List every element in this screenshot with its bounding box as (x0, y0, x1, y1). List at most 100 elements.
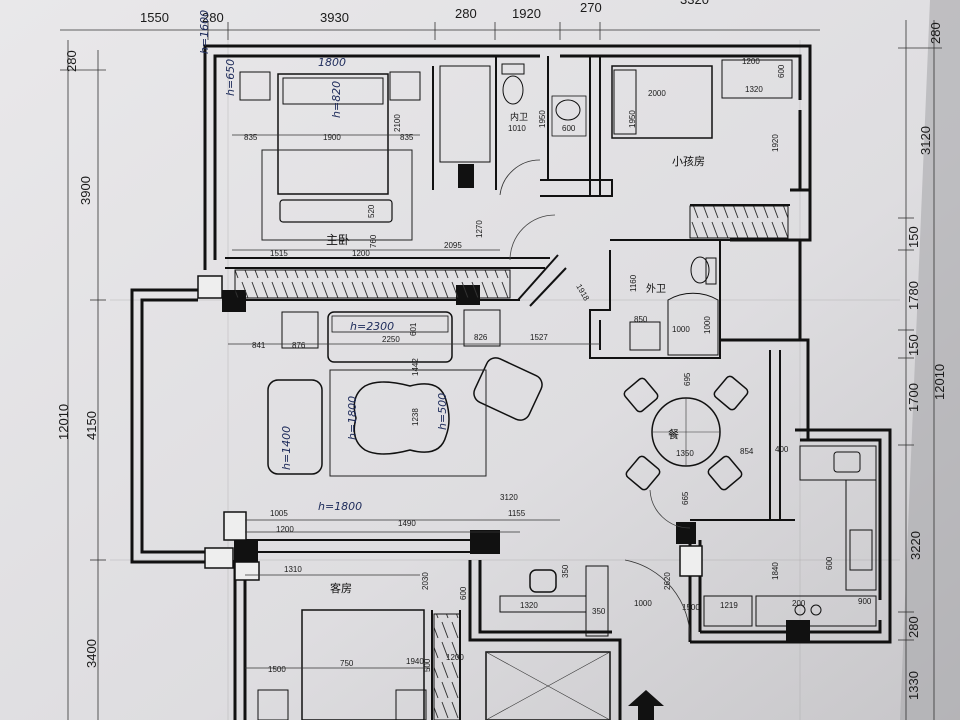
dim-2000: 2000 (648, 89, 666, 98)
top-dim-7: 3320 (680, 0, 709, 7)
dining-area: 餐 1350 695 854 400 665 (623, 372, 789, 505)
right-dim-2: 3120 (918, 126, 933, 155)
entrance-door-swing (624, 559, 691, 641)
top-dim-2: 280 (202, 10, 224, 25)
child-wardrobe (689, 205, 789, 239)
outer-bath-toilet (690, 256, 710, 284)
dim-1000a: 1000 (672, 325, 690, 334)
right-dim-7: 12010 (932, 364, 947, 400)
side-table-left (281, 311, 319, 349)
dining-chairs (623, 375, 749, 491)
dim-2095: 2095 (444, 241, 462, 250)
dim-835b: 835 (400, 133, 414, 142)
dim-1200b: 1200 (742, 57, 760, 66)
dim-1320a: 1320 (745, 85, 763, 94)
dim-1270: 1270 (475, 220, 484, 238)
child-bed-pillow (613, 69, 637, 135)
annotation-h820: h=820 (330, 81, 343, 118)
child-bed (611, 65, 713, 139)
dim-1490: 1310 (284, 565, 302, 574)
master-bench (279, 199, 393, 223)
dim-400: 400 (775, 445, 789, 454)
label-inner-bath: 内卫 (510, 111, 528, 123)
annotation-h1400: h=1400 (280, 426, 293, 470)
right-dimension-line (898, 20, 942, 720)
dim-1950b: 1950 (628, 110, 637, 128)
armchair-left (267, 379, 323, 475)
dim-1155: 1200 (276, 525, 294, 534)
dim-1527: 1527 (530, 333, 548, 342)
inner-bath-shower (439, 65, 491, 163)
dim-3120: 1490 (398, 519, 416, 528)
right-dim-1: 280 (928, 22, 943, 44)
study-shelf (585, 565, 609, 637)
right-dim-6: 1700 (906, 383, 921, 412)
dim-1900: 1900 (323, 133, 341, 142)
dim-500: 600 (459, 586, 468, 600)
paper-shadow-edge (900, 0, 960, 720)
dim-1515: 1515 (270, 249, 288, 258)
guest-bed (301, 609, 425, 720)
dim-1950a: 1950 (538, 110, 547, 128)
dim-854: 854 (740, 447, 754, 456)
kitchen-stove (794, 604, 822, 616)
label-outer-bath: 外卫 (646, 283, 666, 295)
guest-nightstand-left (257, 689, 289, 720)
guest-wardrobe (433, 613, 461, 720)
outer-bath-tank (705, 257, 717, 285)
dim-900: 1500 (268, 665, 286, 674)
dim-1010: 1010 (508, 124, 526, 133)
outer-bath-vanity (629, 321, 661, 351)
top-dim-1: 1550 (140, 10, 169, 25)
kitchen-counter-left (703, 595, 753, 627)
dim-1500a: 2620 (663, 572, 672, 590)
coffee-table (353, 381, 450, 455)
label-dining: 餐 (668, 427, 679, 441)
dim-665: 665 (681, 491, 690, 505)
dim-695: 695 (683, 372, 692, 386)
master-wardrobe (234, 269, 511, 299)
kitchen-fridge (849, 529, 873, 571)
master-rug (261, 149, 413, 241)
annotation-1800: 1800 (318, 56, 346, 69)
master-bed (277, 73, 389, 195)
dim-1005: 1155 (508, 509, 526, 518)
dim-1442: 1442 (411, 358, 420, 376)
left-dim-3: 12010 (56, 404, 71, 440)
dim-1238: 1238 (411, 408, 420, 426)
inner-bath-toilet (502, 75, 524, 105)
kitchen-counter-right (845, 479, 877, 591)
dim-876: 876 (292, 341, 306, 350)
living-room: 841 876 2250 826 1527 601 1442 1238 1005… (228, 309, 600, 534)
left-dim-1: 280 (64, 50, 79, 72)
left-dim-5: 3400 (84, 639, 99, 668)
annotation-h2300: h=2300 (350, 320, 394, 333)
entrance-arrow-icon (628, 690, 664, 720)
dim-841: 841 (252, 341, 266, 350)
inner-bath-door-swing (499, 159, 541, 196)
inner-bath-vanity (551, 95, 587, 137)
inner-bath-toilet-tank (501, 63, 525, 75)
kitchen-counter-top (799, 445, 877, 481)
dim-1350: 1350 (676, 449, 694, 458)
dim-850: 850 (634, 315, 648, 324)
dim-1219: 1840 (771, 562, 780, 580)
dim-1940: 500 (423, 658, 432, 672)
entrance-cabinet-cross (485, 651, 611, 720)
entrance-cabinet (485, 651, 611, 720)
top-dim-4: 280 (455, 6, 477, 21)
label-child-room: 小孩房 (672, 155, 705, 168)
living-rug (329, 369, 487, 477)
dim-835a: 835 (244, 133, 258, 142)
dim-1310: 350 (561, 564, 570, 578)
annotation-h650: h=650 (224, 59, 237, 96)
annotation-h1600: h=1600 (198, 10, 211, 54)
inner-bath-sink (555, 99, 581, 121)
annotation-h1800-tv: h=1800 (318, 500, 362, 513)
top-dim-3: 3930 (320, 10, 349, 25)
master-nightstand-left (239, 71, 271, 101)
door-swings (509, 214, 691, 529)
master-nightstand-right (389, 71, 421, 101)
outer-bath-shower (667, 292, 719, 356)
top-dim-6: 270 (580, 0, 602, 15)
